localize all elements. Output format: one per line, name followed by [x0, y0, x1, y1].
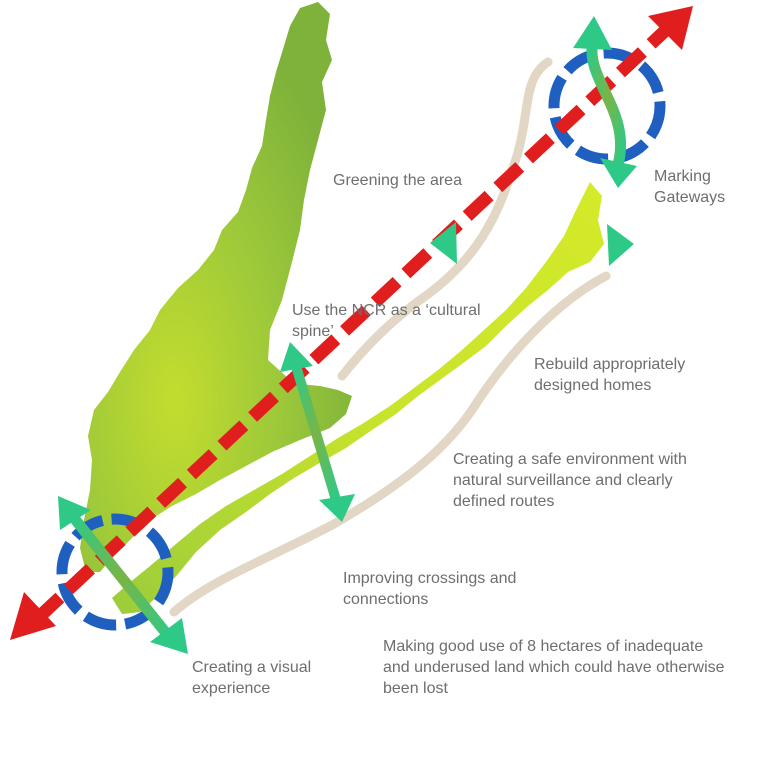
- label-safe-environment: Creating a safe environment with natural…: [453, 451, 687, 510]
- label-rebuild-homes: Rebuild appropriately designed homes: [534, 356, 686, 394]
- visual-experience-arrow: [58, 496, 188, 654]
- label-visual-experience: Creating a visual experience: [192, 659, 312, 697]
- cultural-spine-line: [33, 23, 673, 623]
- gateway-arrow-northeast: [573, 16, 637, 188]
- spine-arrowhead-northeast: [648, 6, 693, 50]
- green-area-main: [80, 2, 352, 572]
- label-crossings: Improving crossings and connections: [343, 570, 517, 608]
- green-area-strip: [112, 182, 604, 614]
- label-land-use: Making good use of 8 hectares of inadequ…: [383, 638, 725, 697]
- label-greening: Greening the area: [333, 172, 462, 189]
- gateway-circle-southwest: [56, 513, 174, 631]
- crossing-arrow-spine: [280, 342, 355, 522]
- gateway-circle-northeast: [548, 47, 666, 165]
- spine-arrowhead-southwest: [10, 592, 56, 640]
- crossing-arrow-horizontal: [430, 222, 634, 266]
- pathway-lower: [169, 271, 611, 617]
- label-marking-gateways: Marking Gateways: [654, 168, 726, 206]
- label-cultural-spine: Use the NCR as a ‘cultural spine’: [292, 302, 481, 340]
